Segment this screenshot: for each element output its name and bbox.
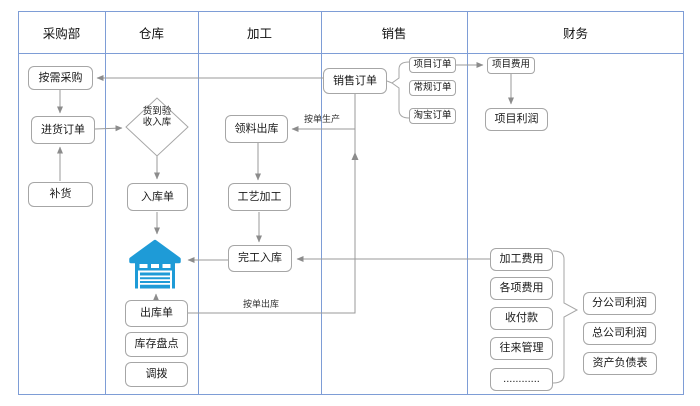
- lane-header-warehouse: 仓库: [138, 27, 164, 41]
- node-inbound-note[interactable]: 入库单: [127, 183, 188, 211]
- node-sales-order[interactable]: 销售订单: [323, 68, 387, 94]
- node-more-items[interactable]: ............: [490, 368, 553, 391]
- header-divider: [18, 53, 684, 54]
- node-outbound-note[interactable]: 出库单: [125, 300, 188, 327]
- swimlane-frame: [18, 11, 684, 395]
- lane-header-processing: 加工: [246, 27, 272, 41]
- node-project-profit[interactable]: 项目利润: [485, 108, 548, 131]
- node-finished-inbound[interactable]: 完工入库: [228, 245, 292, 272]
- node-replenish[interactable]: 补货: [28, 182, 93, 207]
- lane-divider: [105, 11, 106, 395]
- node-craft-processing[interactable]: 工艺加工: [228, 183, 291, 211]
- lane-divider: [467, 11, 468, 395]
- node-processing-fee[interactable]: 加工费用: [490, 248, 553, 271]
- node-project-order[interactable]: 项目订单: [409, 57, 456, 73]
- node-transfer[interactable]: 调拨: [125, 362, 188, 387]
- node-stocktake[interactable]: 库存盘点: [125, 332, 188, 357]
- node-material-issue[interactable]: 领料出库: [225, 115, 288, 143]
- node-regular-order[interactable]: 常规订单: [409, 80, 456, 96]
- node-purchase-order[interactable]: 进货订单: [31, 116, 95, 144]
- node-hq-profit[interactable]: 总公司利润: [583, 322, 656, 345]
- warehouse-icon: [129, 239, 181, 289]
- node-misc-fees[interactable]: 各项费用: [490, 277, 553, 300]
- node-branch-profit[interactable]: 分公司利润: [583, 292, 656, 315]
- edge-label-make-to-order: 按单生产: [304, 114, 341, 124]
- lane-header-finance: 财务: [562, 27, 588, 41]
- node-arrival-inspection[interactable]: 货到验 收入库: [142, 106, 172, 128]
- lane-divider: [198, 11, 199, 395]
- edge-label-outbound-by-order: 按单出库: [243, 299, 280, 309]
- node-payments[interactable]: 收付款: [490, 307, 553, 330]
- node-balance-sheet[interactable]: 资产负债表: [583, 352, 657, 375]
- lane-divider: [321, 11, 322, 395]
- node-project-expense[interactable]: 项目费用: [487, 57, 535, 74]
- node-transactions-mgmt[interactable]: 往来管理: [490, 337, 553, 360]
- node-taobao-order[interactable]: 淘宝订单: [409, 108, 456, 124]
- lane-header-purchasing: 采购部: [42, 27, 81, 41]
- node-demand-purchase[interactable]: 按需采购: [28, 66, 93, 90]
- lane-header-sales: 销售: [381, 27, 407, 41]
